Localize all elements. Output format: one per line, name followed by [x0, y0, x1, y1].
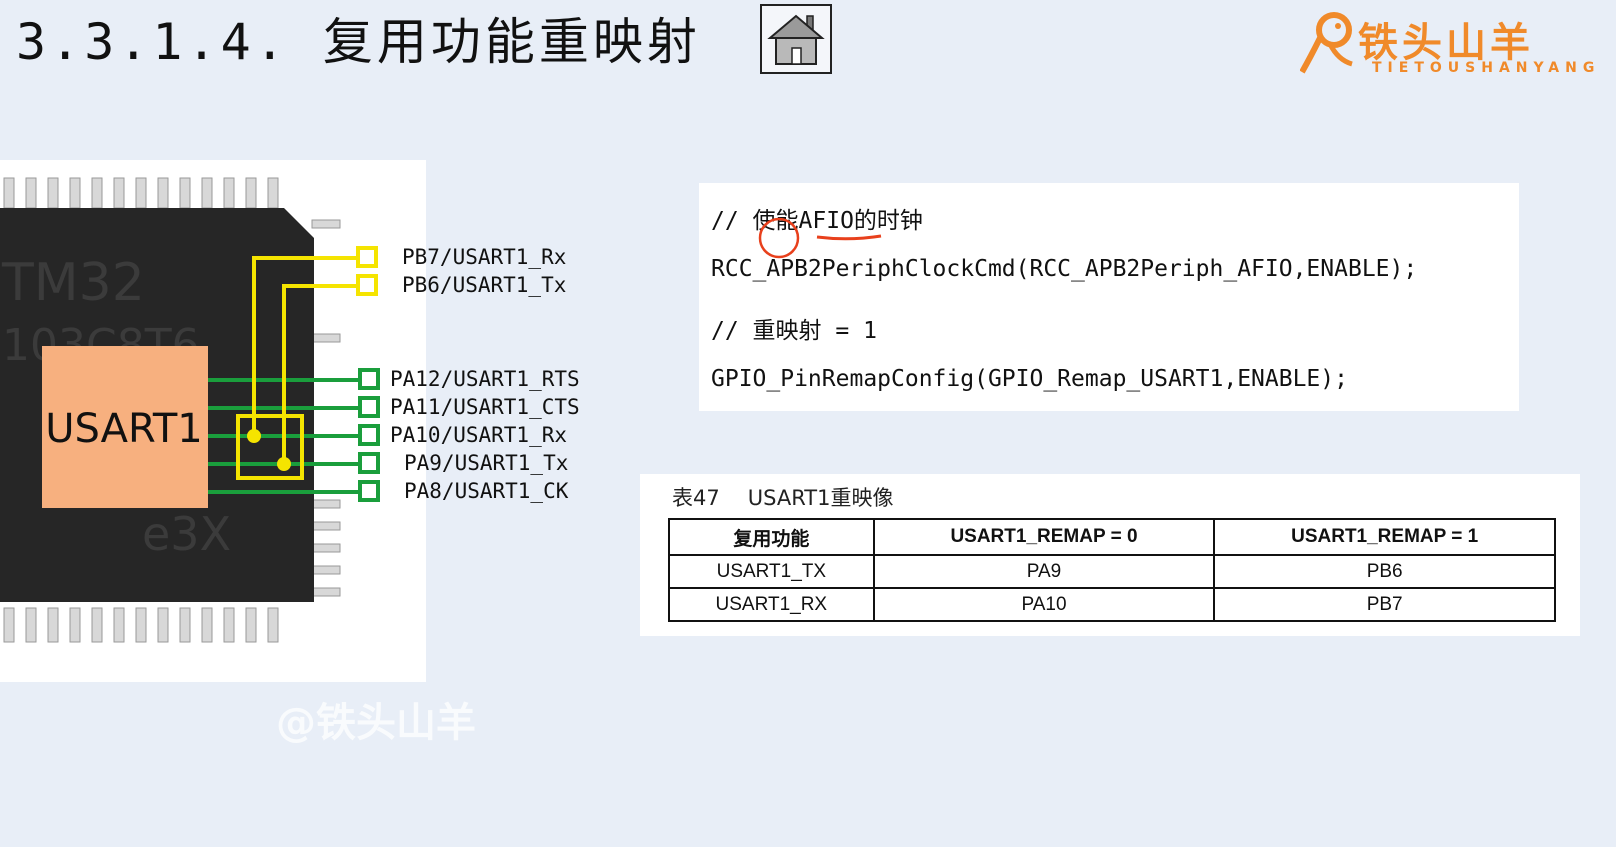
table-cell: USART1_RX	[668, 587, 875, 622]
pin-label-pa8: PA8/USART1_CK	[404, 479, 569, 503]
pin-label-pa11: PA11/USART1_CTS	[390, 395, 580, 419]
header-remap-1: USART1_REMAP = 1	[1213, 518, 1556, 556]
usart1-block	[42, 346, 208, 508]
code-snippet: // 使能AFIO的时钟 RCC_APB2PeriphClockCmd(RCC_…	[699, 183, 1519, 411]
table-cell: PB6	[1213, 554, 1556, 589]
pin-label-pb6: PB6/USART1_Tx	[402, 273, 567, 297]
chip-top-pins	[3, 177, 279, 209]
table-cell: PA9	[872, 554, 1216, 589]
code-gpio-remap-config: GPIO_PinRemapConfig(GPIO_Remap_USART1,EN…	[711, 366, 1348, 392]
remap-junction-rx	[247, 429, 261, 443]
chip-bottom-pins	[3, 607, 279, 643]
code-comment-enable-afio: // 使能AFIO的时钟	[711, 208, 923, 234]
brand-name: 铁头山羊	[1358, 20, 1534, 66]
code-comment-remap: // 重映射 = 1	[711, 318, 877, 344]
table-cell: PB7	[1213, 587, 1556, 622]
brand-subtitle: TIETOUSHANYANG	[1372, 60, 1601, 76]
pin-label-pa12: PA12/USART1_RTS	[390, 367, 580, 391]
pen-annotation	[758, 217, 882, 259]
chip-diagram: TM32 103C8T6 e3X USART1	[0, 160, 426, 682]
table-caption-number: 表47	[672, 486, 720, 510]
table-cell: PA10	[872, 587, 1216, 622]
brand-logo: 铁头山羊 TIETOUSHANYANG	[1300, 8, 1600, 78]
pin-label-pb7: PB7/USART1_Rx	[402, 245, 567, 269]
pin-terminals-green	[358, 368, 380, 502]
table-header-row: 复用功能 USART1_REMAP = 0 USART1_REMAP = 1	[668, 518, 1556, 556]
watermark: @铁头山羊	[276, 700, 476, 746]
pin-label-pa10: PA10/USART1_Rx	[390, 423, 568, 447]
home-button[interactable]	[760, 4, 832, 74]
table-caption: 表47 USART1重映像	[672, 482, 921, 512]
header-remap-0: USART1_REMAP = 0	[872, 518, 1216, 556]
table-caption-text: USART1重映像	[747, 486, 894, 510]
yellow-traces	[236, 256, 356, 480]
goat-logo-icon	[1300, 12, 1353, 74]
table-row: USART1_TX PA9 PB6	[668, 554, 1556, 589]
remap-junction-tx	[277, 457, 291, 471]
annotation-circle	[758, 217, 800, 259]
chip-marking-3: e3X	[142, 507, 231, 561]
table-row: USART1_RX PA10 PB7	[668, 587, 1556, 622]
usart1-block-label: USART1	[45, 406, 203, 452]
pin-terminals-yellow	[356, 246, 378, 296]
usart1-remap-table: 复用功能 USART1_REMAP = 0 USART1_REMAP = 1 U…	[668, 518, 1556, 622]
page-title: 3.3.1.4. 复用功能重映射	[16, 13, 701, 71]
annotation-underline	[816, 234, 882, 241]
code-rcc-clock-cmd: RCC_APB2PeriphClockCmd(RCC_APB2Periph_AF…	[711, 256, 1418, 282]
table-cell: USART1_TX	[668, 554, 875, 589]
header-alt-function: 复用功能	[668, 518, 875, 556]
chip-pinout-graphic: TM32 103C8T6 e3X USART1	[0, 177, 380, 643]
chip-marking: TM32	[1, 253, 145, 313]
remap-table-panel: 表47 USART1重映像 复用功能 USART1_REMAP = 0 USART…	[640, 474, 1580, 636]
pin-label-pa9: PA9/USART1_Tx	[404, 451, 569, 475]
home-icon	[767, 14, 825, 65]
